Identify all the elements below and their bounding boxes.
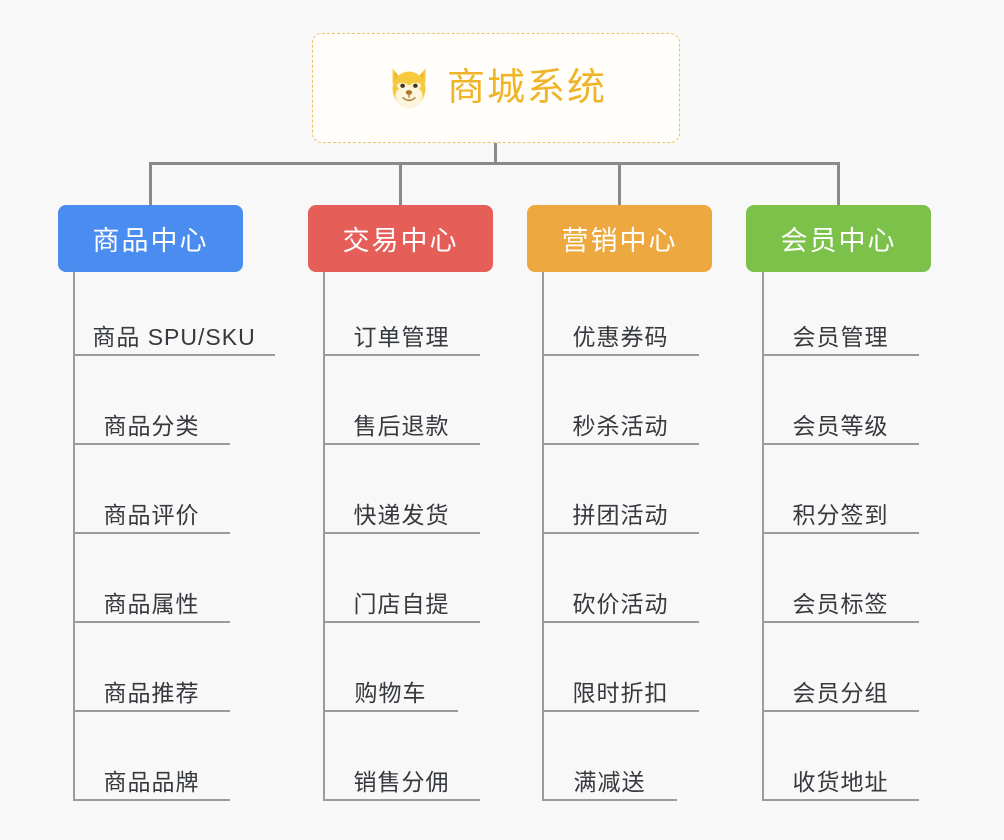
leaf-item[interactable]: 拼团活动 [542,488,699,534]
leaf-label: 满减送 [573,768,646,795]
leaf-item[interactable]: 商品品牌 [73,755,230,801]
leaf-item[interactable]: 会员管理 [762,310,919,356]
leaf-item[interactable]: 售后退款 [323,399,480,445]
leaf-item[interactable]: 商品推荐 [73,666,230,712]
root-node[interactable]: 商城系统 [312,33,680,143]
leaf-label: 门店自提 [353,590,450,617]
leaf-item[interactable]: 限时折扣 [542,666,699,712]
drop-connector-1 [149,162,152,207]
column-trunk-line [73,272,75,801]
leaf-label: 会员等级 [792,412,889,439]
leaf-label: 商品属性 [103,590,200,617]
leaf-label: 收货地址 [792,768,889,795]
leaf-item[interactable]: 快递发货 [323,488,480,534]
shiba-dog-face-icon [392,68,426,109]
leaf-label: 销售分佣 [353,768,450,795]
leaf-item[interactable]: 优惠券码 [542,310,699,356]
leaf-item[interactable]: 秒杀活动 [542,399,699,445]
root-stem-connector [494,143,497,164]
column-trunk-line [762,272,764,801]
leaf-label: 商品分类 [103,412,200,439]
leaf-item[interactable]: 订单管理 [323,310,480,356]
leaf-label: 快递发货 [353,501,450,528]
category-header-交易中心[interactable]: 交易中心 [308,205,493,272]
drop-connector-2 [399,162,402,207]
leaf-item[interactable]: 销售分佣 [323,755,480,801]
leaf-label: 售后退款 [353,412,450,439]
drop-connector-3 [618,162,621,207]
root-title: 商城系统 [446,67,607,109]
leaf-label: 积分签到 [792,501,889,528]
leaf-item[interactable]: 购物车 [323,666,458,712]
leaf-label: 购物车 [354,679,427,706]
leaf-label: 商品品牌 [103,768,200,795]
column-trunk-line [542,272,544,801]
category-header-会员中心[interactable]: 会员中心 [746,205,931,272]
leaf-label: 优惠券码 [572,323,669,350]
leaf-label: 秒杀活动 [572,412,669,439]
leaf-label: 会员标签 [792,590,889,617]
leaf-label: 订单管理 [353,323,450,350]
leaf-item[interactable]: 商品 SPU/SKU [73,310,275,356]
category-header-营销中心[interactable]: 营销中心 [527,205,712,272]
leaf-label: 限时折扣 [572,679,669,706]
leaf-label: 拼团活动 [572,501,669,528]
leaf-label: 会员管理 [792,323,889,350]
horizontal-bus-connector [149,162,840,165]
leaf-label: 商品 SPU/SKU [92,323,256,350]
leaf-item[interactable]: 收货地址 [762,755,919,801]
leaf-item[interactable]: 商品评价 [73,488,230,534]
leaf-label: 会员分组 [792,679,889,706]
category-header-商品中心[interactable]: 商品中心 [58,205,243,272]
column-trunk-line [323,272,325,801]
category-header-label: 营销中心 [561,226,678,256]
leaf-item[interactable]: 商品分类 [73,399,230,445]
leaf-item[interactable]: 门店自提 [323,577,480,623]
leaf-item[interactable]: 积分签到 [762,488,919,534]
leaf-label: 商品评价 [103,501,200,528]
category-header-label: 商品中心 [92,226,209,256]
drop-connector-4 [837,162,840,207]
leaf-item[interactable]: 会员等级 [762,399,919,445]
category-header-label: 交易中心 [342,226,459,256]
leaf-item[interactable]: 会员分组 [762,666,919,712]
category-header-label: 会员中心 [780,226,897,256]
leaf-item[interactable]: 会员标签 [762,577,919,623]
leaf-label: 商品推荐 [103,679,200,706]
leaf-item[interactable]: 满减送 [542,755,677,801]
leaf-label: 砍价活动 [572,590,669,617]
leaf-item[interactable]: 砍价活动 [542,577,699,623]
leaf-item[interactable]: 商品属性 [73,577,230,623]
